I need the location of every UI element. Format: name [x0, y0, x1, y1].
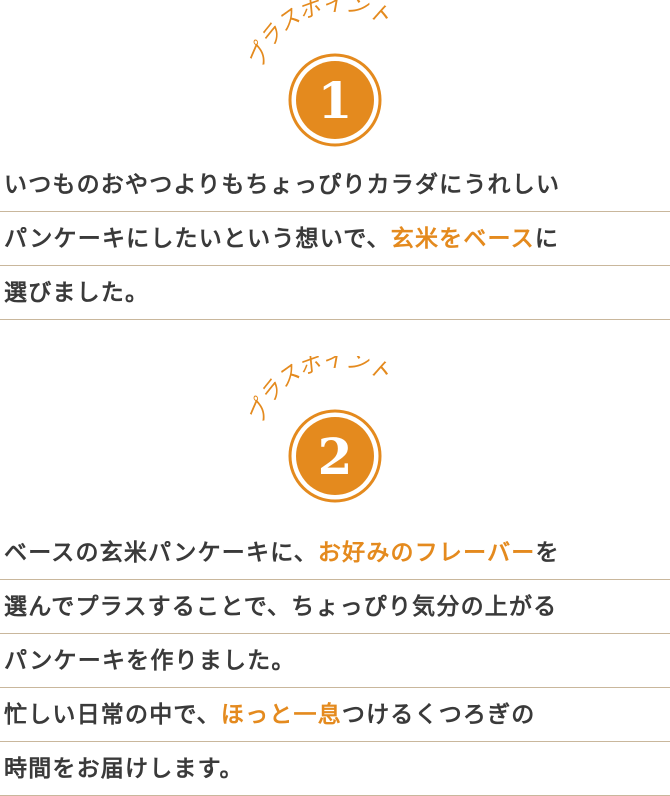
- text-line: ベースの玄米パンケーキに、お好みのフレーバーを: [0, 526, 670, 580]
- point-1-disc: [296, 61, 374, 139]
- text-line: パンケーキを作りました。: [0, 634, 670, 688]
- point-2-badge: プラスポイント 2: [0, 356, 670, 506]
- point-1-number: 1: [318, 71, 353, 130]
- point-1-ring: [288, 53, 382, 147]
- point-2-disc: [296, 417, 374, 495]
- point-2-ring: [288, 409, 382, 503]
- text-line: 忙しい日常の中で、ほっと一息つけるくつろぎの: [0, 688, 670, 742]
- highlight-text: お好みのフレーバー: [317, 540, 536, 566]
- highlight-text: 玄米をベース: [390, 226, 535, 252]
- text-line: 選んでプラスすることで、ちょっぴり気分の上がる: [0, 580, 670, 634]
- point-1-text: いつものおやつよりもちょっぴりカラダにうれしい パンケーキにしたいという想いで、…: [0, 158, 670, 320]
- point-1-label: プラスポイント: [244, 0, 395, 72]
- point-2-text: ベースの玄米パンケーキに、お好みのフレーバーを 選んでプラスすることで、ちょっぴ…: [0, 526, 670, 796]
- point-2-number: 2: [318, 427, 353, 486]
- text-line: いつものおやつよりもちょっぴりカラダにうれしい: [0, 158, 670, 212]
- text-line: パンケーキにしたいという想いで、玄米をベースに: [0, 212, 670, 266]
- text-line: 選びました。: [0, 266, 670, 320]
- highlight-text: ほっと一息: [220, 702, 342, 728]
- point-1-badge: プラスポイント 1: [0, 0, 670, 150]
- text-line: 時間をお届けします。: [0, 742, 670, 796]
- point-2-label: プラスポイント: [244, 356, 395, 428]
